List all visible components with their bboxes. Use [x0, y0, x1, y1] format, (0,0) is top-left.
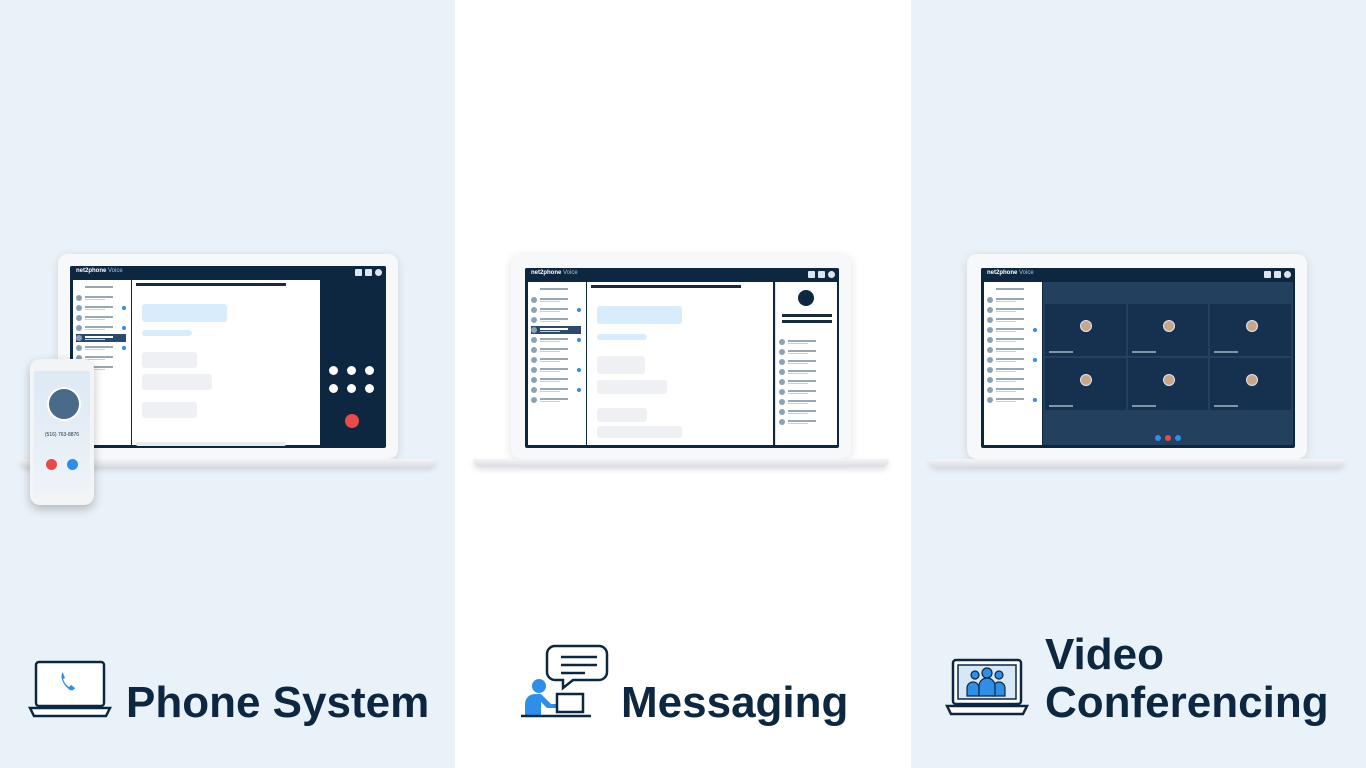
caption-video: Video: [1045, 630, 1165, 679]
end-meeting-button[interactable]: [1165, 435, 1171, 441]
grid-icon[interactable]: [1274, 271, 1281, 278]
app-screen: net2phone Voice: [525, 268, 839, 448]
caption-phone-system: Phone System: [126, 678, 430, 727]
phone-laptop-icon: [28, 660, 112, 718]
hold-button[interactable]: [365, 366, 374, 375]
video-conferencing-panel: net2phone Voice: [911, 0, 1366, 768]
participant-tile[interactable]: [1210, 358, 1291, 410]
conversation-list: [528, 282, 586, 445]
caption-conferencing: Conferencing: [1045, 678, 1329, 727]
phone-laptop-mockup: net2phone Voice: [20, 254, 438, 474]
active-call-panel: [321, 280, 383, 445]
chat-area: [132, 280, 320, 446]
group-video-icon: [945, 658, 1029, 716]
messaging-laptop-mockup: net2phone Voice: [473, 254, 891, 474]
participant-tile[interactable]: [1045, 358, 1126, 410]
video-meeting-area: [1043, 282, 1293, 445]
mute-button[interactable]: [329, 366, 338, 375]
participant-grid: [1045, 304, 1291, 410]
caller-avatar: [47, 387, 81, 421]
app-logo: net2phone Voice: [531, 270, 578, 276]
mic-button[interactable]: [1155, 435, 1161, 441]
members-panel: [775, 282, 837, 445]
add-call-button[interactable]: [347, 384, 356, 393]
transfer-button[interactable]: [329, 384, 338, 393]
app-logo: net2phone Voice: [987, 270, 1034, 276]
decline-call-button[interactable]: [46, 459, 57, 470]
avatar-icon[interactable]: [375, 269, 382, 276]
video-icon[interactable]: [808, 271, 815, 278]
video-laptop-mockup: net2phone Voice: [929, 254, 1347, 474]
app-screen: net2phone Voice: [70, 266, 386, 448]
camera-button[interactable]: [1175, 435, 1181, 441]
video-icon[interactable]: [355, 269, 362, 276]
participant-tile[interactable]: [1127, 304, 1209, 356]
avatar-icon[interactable]: [828, 271, 835, 278]
record-button[interactable]: [365, 384, 374, 393]
app-screen: net2phone Voice: [981, 268, 1295, 448]
accept-call-button[interactable]: [67, 459, 78, 470]
keypad-button[interactable]: [347, 366, 356, 375]
participant-tile[interactable]: [1210, 304, 1291, 356]
participant-tile[interactable]: [1045, 304, 1126, 356]
caption-messaging: Messaging: [621, 678, 849, 727]
avatar-icon[interactable]: [1284, 271, 1291, 278]
grid-icon[interactable]: [818, 271, 825, 278]
mobile-phone-mockup: (516) 763-8876: [30, 359, 94, 505]
hangup-button[interactable]: [345, 414, 359, 428]
caller-number: (516) 763-8876: [44, 432, 80, 438]
phone-system-panel: net2phone Voice: [0, 0, 455, 768]
participant-tile[interactable]: [1127, 358, 1209, 410]
app-logo: net2phone Voice: [76, 268, 123, 274]
conversation-list: [984, 282, 1042, 445]
messaging-panel: net2phone Voice: [455, 0, 911, 768]
person-chat-icon: [521, 644, 609, 718]
chat-area: [587, 282, 773, 445]
grid-icon[interactable]: [365, 269, 372, 276]
video-icon[interactable]: [1264, 271, 1271, 278]
